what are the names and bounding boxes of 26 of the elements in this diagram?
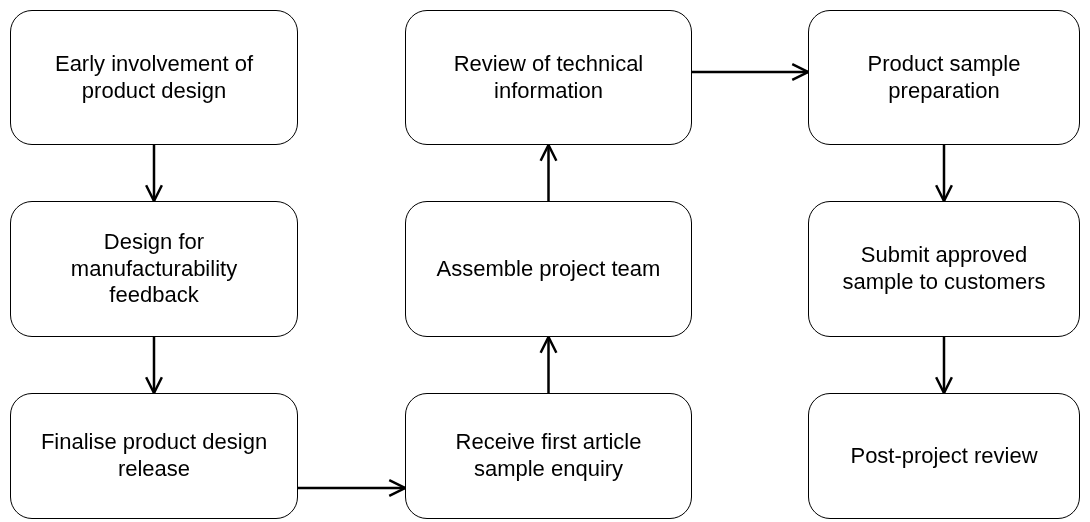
- arrow: [539, 335, 558, 393]
- arrow: [298, 478, 407, 498]
- step-label: Finalise product design release: [39, 429, 269, 483]
- arrow: [692, 62, 810, 82]
- step-label: Assemble project team: [436, 255, 661, 283]
- arrow: [144, 145, 164, 203]
- process-box: [808, 201, 1080, 337]
- process-box: [808, 10, 1080, 145]
- process-box: [405, 10, 692, 145]
- process-box: [10, 393, 298, 519]
- arrow: [934, 145, 954, 203]
- arrow: [934, 337, 954, 395]
- arrow: [539, 143, 558, 201]
- process-box: [405, 201, 692, 337]
- step-label: Product sample preparation: [866, 50, 1022, 105]
- process-box: [405, 393, 692, 519]
- arrow: [144, 337, 164, 395]
- process-box: [808, 393, 1080, 519]
- step-label: Post-project review: [850, 442, 1038, 470]
- process-box: [10, 201, 298, 337]
- process-box: [10, 10, 298, 145]
- step-label: Receive first article sample enquiry: [454, 429, 643, 483]
- step-label: Submit approved sample to customers: [841, 242, 1047, 296]
- step-label: Review of technical information: [452, 50, 645, 105]
- step-label: Design for manufacturability feedback: [69, 228, 239, 310]
- step-label: Early involvement of product design: [53, 50, 255, 105]
